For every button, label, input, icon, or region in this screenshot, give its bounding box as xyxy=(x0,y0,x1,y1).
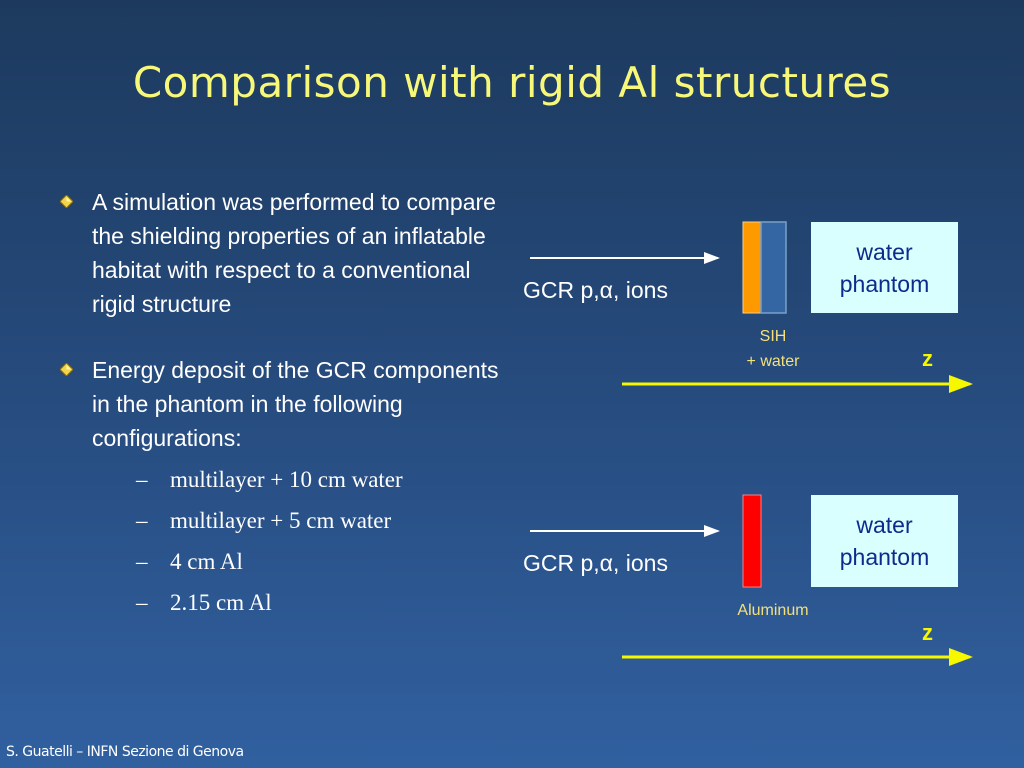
z-axis-label-bottom: z xyxy=(922,620,933,645)
water-phantom-bottom: water phantom xyxy=(811,495,958,587)
bullet-text: Energy deposit of the GCR components in … xyxy=(92,357,499,451)
water-phantom-top: water phantom xyxy=(811,222,958,313)
sih-water-label: + water xyxy=(746,353,800,370)
phantom-label-line1: water xyxy=(856,238,913,265)
sub-item: –4 cm Al xyxy=(136,549,243,574)
sub-item: –2.15 cm Al xyxy=(136,590,272,615)
bullet-item: A simulation was performed to compare th… xyxy=(58,185,518,321)
multilayer-shield-layer xyxy=(742,221,762,314)
water-shield-layer xyxy=(760,221,787,314)
aluminum-label: Aluminum xyxy=(737,602,809,619)
bullet-diamond-icon xyxy=(60,363,73,376)
z-axis-label-top: z xyxy=(922,346,933,371)
slide-footer: S. Guatelli – INFN Sezione di Genova xyxy=(6,744,244,760)
beam-label-bottom: GCR p,α, ions xyxy=(523,550,668,576)
bullet-list: A simulation was performed to compare th… xyxy=(58,185,518,623)
aluminum-shield-layer xyxy=(742,494,762,588)
phantom-label-line1: water xyxy=(856,512,913,538)
sih-label: SIH xyxy=(759,328,787,345)
sub-item: –multilayer + 5 cm water xyxy=(136,508,392,533)
phantom-label-line2: phantom xyxy=(839,270,930,297)
sub-list: –multilayer + 10 cm water –multilayer + … xyxy=(92,459,518,623)
phantom-label-line2: phantom xyxy=(839,544,930,570)
bullet-item: Energy deposit of the GCR components in … xyxy=(58,353,518,623)
bullet-diamond-icon xyxy=(60,195,73,208)
beam-label-top: GCR p,α, ions xyxy=(523,277,668,303)
slide-title: Comparison with rigid Al structures xyxy=(132,58,892,107)
sub-item: –multilayer + 10 cm water xyxy=(136,467,403,492)
bullet-text: A simulation was performed to compare th… xyxy=(92,189,496,317)
